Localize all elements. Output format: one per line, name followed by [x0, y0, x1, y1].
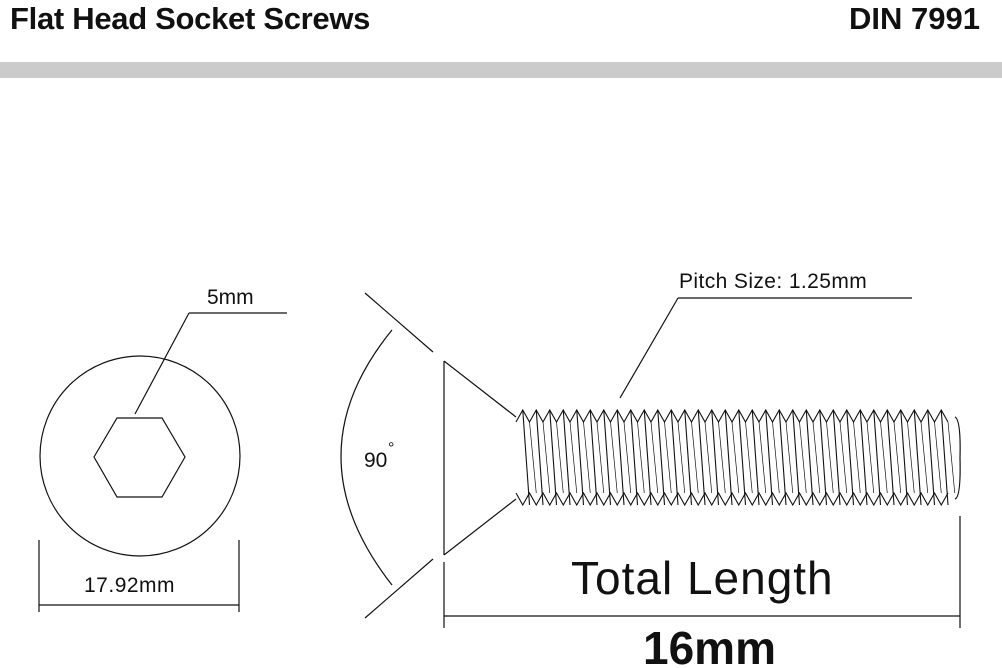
thread-crest-line: [913, 409, 922, 506]
header-divider-bar: [0, 62, 1002, 78]
thread-root-line: [704, 421, 713, 494]
thread-root-line: [866, 421, 875, 494]
thread-root-line: [812, 421, 821, 494]
thread-crest-line: [549, 409, 558, 506]
thread-crest-line: [940, 409, 949, 506]
thread-crest-line: [886, 409, 895, 506]
thread-bottom-edge: [515, 491, 949, 507]
thread-root-line: [650, 421, 659, 494]
thread-root-line: [677, 421, 686, 494]
angle-ext-bottom: [364, 558, 434, 619]
thread-root-line: [529, 421, 537, 494]
thread-crest-line: [562, 409, 571, 506]
angle-degree-symbol: °: [388, 440, 394, 457]
screw-threads: [515, 408, 956, 507]
thread-crest-line: [792, 409, 801, 506]
thread-crest-line: [832, 409, 841, 506]
thread-crest-line: [900, 409, 909, 506]
head-chamfer-bottom: [443, 498, 517, 556]
pitch-leader-line: [619, 297, 679, 399]
angle-ext-top: [364, 292, 434, 353]
thread-crest-line: [873, 409, 882, 506]
thread-crest-line: [805, 409, 814, 506]
length-value: 16mm: [643, 622, 776, 668]
thread-crest-line: [697, 409, 706, 506]
thread-root-line: [826, 421, 834, 494]
thread-root-line: [623, 421, 632, 494]
thread-crest-line: [589, 409, 598, 506]
thread-root-line: [596, 421, 605, 494]
angle-arc: [340, 329, 393, 586]
pitch-size-label: Pitch Size: 1.25mm: [679, 270, 867, 293]
thread-root-line: [718, 421, 726, 494]
angle-label: 90: [364, 449, 387, 472]
thread-root-line: [583, 421, 591, 494]
thread-crest-line: [927, 409, 936, 506]
thread-root-line: [542, 421, 551, 494]
thread-top-edge: [515, 408, 949, 424]
total-length-label: Total Length: [571, 552, 834, 604]
thread-crest-line: [576, 409, 585, 506]
thread-crest-line: [751, 409, 760, 506]
thread-root-line: [893, 421, 902, 494]
thread-crest-line: [846, 409, 855, 506]
thread-crest-line: [819, 409, 828, 506]
thread-root-line: [569, 421, 578, 494]
thread-root-line: [731, 421, 740, 494]
screw-head-top-view: [39, 355, 241, 557]
hex-size-label: 5mm: [207, 286, 254, 309]
hex-socket: [93, 417, 186, 498]
thread-root-line: [799, 421, 807, 494]
thread-crest-line: [630, 409, 639, 506]
thread-root-line: [745, 421, 753, 494]
thread-root-line: [664, 421, 672, 494]
thread-crest-line: [738, 409, 747, 506]
thread-root-line: [934, 421, 942, 494]
thread-crest-line: [603, 409, 612, 506]
head-diameter-label: 17.92mm: [84, 574, 175, 597]
thread-crest-line: [535, 409, 544, 506]
thread-root-line: [772, 421, 780, 494]
thread-crest-line: [859, 409, 868, 506]
shank-tip: [954, 416, 961, 500]
thread-root-line: [691, 421, 699, 494]
thread-root-line: [758, 421, 767, 494]
thread-root-line: [880, 421, 888, 494]
thread-crest-line: [670, 409, 679, 506]
thread-root-line: [610, 421, 618, 494]
head-chamfer-top: [443, 360, 517, 418]
thread-crest-line: [765, 409, 774, 506]
thread-root-line: [853, 421, 861, 494]
thread-crest-line: [643, 409, 652, 506]
page-title: Flat Head Socket Screws: [10, 1, 371, 36]
thread-root-line: [920, 421, 929, 494]
thread-crest-line: [616, 409, 625, 506]
thread-root-line: [785, 421, 794, 494]
thread-crest-line: [684, 409, 693, 506]
standard-code: DIN 7991: [849, 1, 980, 36]
thread-root-line: [556, 421, 564, 494]
thread-root-line: [839, 421, 848, 494]
thread-crest-line: [778, 409, 787, 506]
thread-crest-line: [657, 409, 666, 506]
thread-crest-line: [711, 409, 720, 506]
hex-leader-line: [134, 312, 190, 415]
thread-root-line: [947, 421, 956, 494]
thread-root-line: [907, 421, 915, 494]
thread-root-line: [637, 421, 645, 494]
thread-crest-line: [522, 409, 531, 506]
thread-crest-line: [724, 409, 733, 506]
